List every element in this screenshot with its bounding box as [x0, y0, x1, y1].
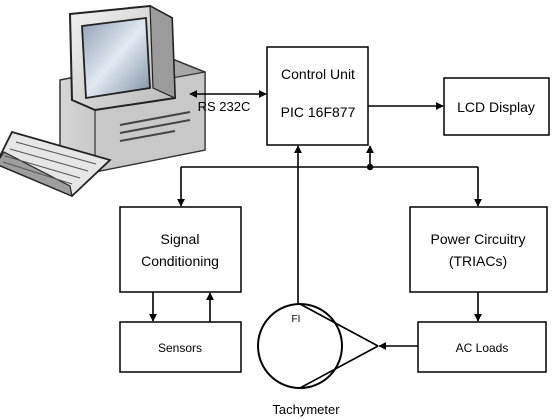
power-circuitry-line2: (TRIACs) [449, 253, 507, 269]
sensors-label: Sensors [158, 341, 202, 355]
control-unit-mcu-label: PIC 16F877 [281, 104, 356, 120]
signal-conditioning-block: Signal Conditioning [119, 206, 242, 293]
ac-loads-block: AC Loads [417, 321, 547, 373]
tachymeter-pulley-icon: FI [257, 303, 379, 389]
signal-conditioning-line1: Signal [161, 231, 200, 247]
power-circuitry-block: Power Circuitry (TRIACs) [409, 206, 548, 293]
power-circuitry-line1: Power Circuitry [431, 231, 526, 247]
bus-junction-dot [366, 163, 374, 171]
connections [149, 90, 482, 350]
lcd-display-label: LCD Display [457, 99, 535, 115]
lcd-display-block: LCD Display [443, 77, 550, 136]
ac-loads-label: AC Loads [456, 341, 509, 355]
tachymeter-label: Tachymeter [272, 402, 340, 417]
signal-conditioning-line2: Conditioning [141, 253, 219, 269]
desktop-computer-icon [0, 4, 206, 198]
sensors-block: Sensors [119, 321, 242, 373]
pulley-tag: FI [292, 314, 301, 325]
rs232-label: RS 232C [198, 99, 251, 114]
control-unit-title: Control Unit [281, 66, 355, 82]
control-unit-block: Control Unit PIC 16F877 [266, 46, 369, 146]
